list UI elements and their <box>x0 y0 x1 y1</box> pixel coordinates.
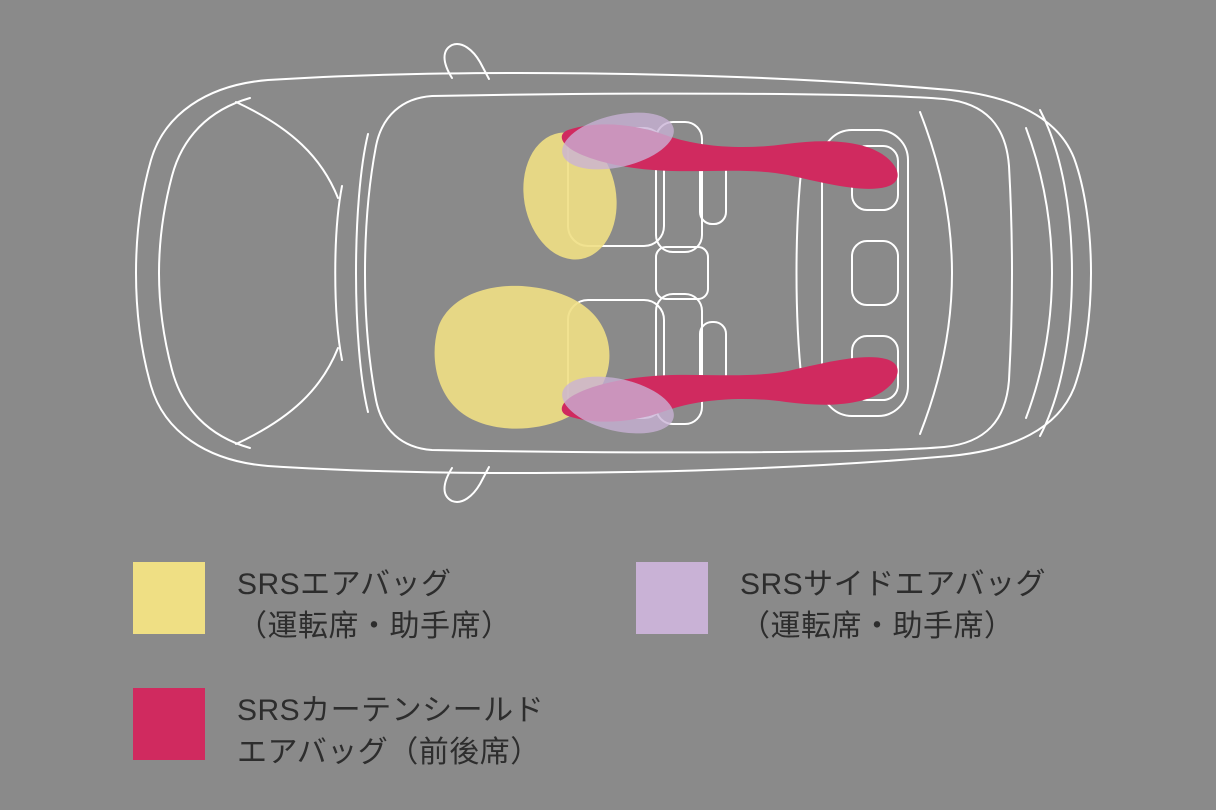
hood-line-bottom <box>235 347 339 445</box>
cowl-line <box>334 185 343 361</box>
legend-swatch-side-airbag <box>636 562 708 634</box>
side-mirror-bottom <box>443 466 490 503</box>
side-airbags-group <box>562 112 674 434</box>
legend-label-curtain-airbag-line1: SRSカーテンシールド <box>237 694 545 727</box>
rear-bench-cushion-line <box>795 145 805 401</box>
side-airbag-driver <box>562 112 674 170</box>
legend-label-front-airbag-line1: SRSエアバッグ <box>237 568 452 601</box>
car-outline-group <box>135 43 1092 503</box>
rear-hatch-line <box>1039 109 1073 437</box>
legend-swatch-curtain-airbag <box>133 688 205 760</box>
legend-label-side-airbag: SRSサイドエアバッグ （運転席・助手席） <box>740 562 1046 648</box>
rear-headrest-middle <box>851 240 899 306</box>
roof-outline <box>364 92 1013 454</box>
rear-bench-seatback <box>821 129 909 417</box>
center-console <box>655 246 709 300</box>
rear-window-line <box>919 111 953 435</box>
side-mirror-top <box>443 43 490 80</box>
car-upper-half-details <box>235 43 899 253</box>
curtain-airbags-group <box>561 124 898 422</box>
legend-item-curtain-airbag: SRSカーテンシールド エアバッグ（前後席） <box>133 688 544 774</box>
legend-label-curtain-airbag: SRSカーテンシールド エアバッグ（前後席） <box>237 688 544 774</box>
car-body-outline <box>135 72 1092 474</box>
side-airbag-passenger <box>562 376 674 434</box>
passenger-seatback <box>655 293 703 425</box>
legend-label-front-airbag: SRSエアバッグ （運転席・助手席） <box>237 562 512 648</box>
legend-item-side-airbag: SRSサイドエアバッグ （運転席・助手席） <box>636 562 1046 648</box>
driver-seatback <box>655 121 703 253</box>
legend-swatch-front-airbag <box>133 562 205 634</box>
legend-item-front-airbag: SRSエアバッグ （運転席・助手席） <box>133 562 512 648</box>
trunk-seam-line <box>1025 127 1053 419</box>
hood-line-top <box>235 101 339 199</box>
legend-label-side-airbag-line1: SRSサイドエアバッグ <box>740 568 1046 601</box>
front-bumper-line <box>158 97 251 449</box>
legend-label-side-airbag-line2: （運転席・助手席） <box>740 610 1015 643</box>
windshield-line <box>355 133 369 413</box>
legend-label-front-airbag-line2: （運転席・助手席） <box>237 610 512 643</box>
legend-label-curtain-airbag-line2: エアバッグ（前後席） <box>237 736 541 769</box>
